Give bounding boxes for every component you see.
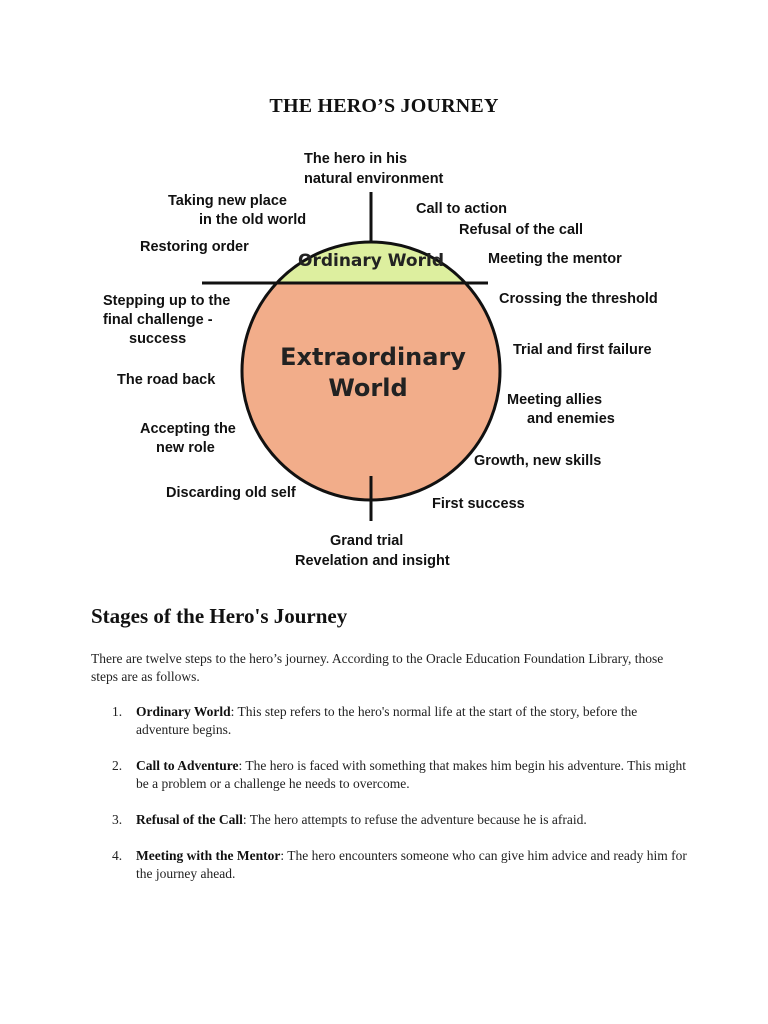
- stage-natural-environment-1: The hero in his: [304, 151, 407, 167]
- stage-natural-environment-2: natural environment: [304, 171, 444, 187]
- list-number: 2.: [112, 758, 123, 773]
- stage-meeting-allies-1: Meeting allies: [507, 392, 602, 408]
- document-title: THE HERO’S JOURNEY: [269, 95, 499, 117]
- list-item: 2. Call to Adventure: The hero is faced w…: [91, 757, 691, 793]
- step-term: Meeting with the Mentor: [136, 848, 281, 863]
- list-item: 4. Meeting with the Mentor: The hero enco…: [91, 847, 691, 883]
- extraordinary-world-label-line2: World: [328, 374, 407, 402]
- stage-restoring-order: Restoring order: [140, 239, 249, 255]
- extraordinary-world-region: [242, 283, 500, 500]
- step-description: : The hero attempts to refuse the advent…: [242, 812, 587, 827]
- ordinary-world-label: Ordinary World: [298, 251, 444, 271]
- stage-accepting-role-1: Accepting the: [140, 421, 236, 437]
- list-number: 1.: [112, 704, 123, 719]
- stage-first-success: First success: [432, 496, 525, 512]
- steps-list: 1. Ordinary World: This step refers to th…: [91, 703, 691, 901]
- stage-crossing-threshold: Crossing the threshold: [499, 291, 658, 307]
- list-item: 1. Ordinary World: This step refers to th…: [91, 703, 691, 739]
- stage-accepting-role-2: new role: [156, 440, 215, 456]
- step-term: Ordinary World: [136, 704, 231, 719]
- stage-stepping-up-3: success: [129, 331, 186, 347]
- stage-grand-trial-2: Revelation and insight: [295, 553, 450, 569]
- stage-stepping-up-2: final challenge -: [103, 312, 213, 328]
- list-item: 3. Refusal of the Call: The hero attempts…: [91, 811, 691, 829]
- stage-growth-new-skills: Growth, new skills: [474, 453, 601, 469]
- step-term: Call to Adventure: [136, 758, 239, 773]
- list-number: 3.: [112, 812, 123, 827]
- stage-grand-trial-1: Grand trial: [330, 533, 403, 549]
- step-description: : This step refers to the hero's normal …: [136, 704, 638, 737]
- stage-meeting-mentor: Meeting the mentor: [488, 251, 622, 267]
- section-heading: Stages of the Hero's Journey: [91, 604, 348, 628]
- intro-paragraph: There are twelve steps to the hero’s jou…: [91, 651, 664, 684]
- step-description: : The hero is faced with something that …: [136, 758, 687, 791]
- list-number: 4.: [112, 848, 123, 863]
- stage-stepping-up-1: Stepping up to the: [103, 293, 230, 309]
- stage-road-back: The road back: [117, 372, 216, 388]
- stage-new-place-2: in the old world: [199, 212, 306, 228]
- step-term: Refusal of the Call: [136, 812, 243, 827]
- stage-meeting-allies-2: and enemies: [527, 411, 615, 427]
- heros-journey-diagram: Ordinary World Extraordinary World The h…: [103, 151, 658, 569]
- stage-new-place-1: Taking new place: [168, 193, 287, 209]
- stage-call-to-action: Call to action: [416, 201, 507, 217]
- stage-refusal-of-call: Refusal of the call: [459, 222, 583, 238]
- stage-trial-first-failure: Trial and first failure: [513, 342, 652, 358]
- extraordinary-world-label-line1: Extraordinary: [280, 343, 466, 371]
- stage-discarding-old-self: Discarding old self: [166, 485, 296, 501]
- step-description: : The hero encounters someone who can gi…: [136, 848, 687, 881]
